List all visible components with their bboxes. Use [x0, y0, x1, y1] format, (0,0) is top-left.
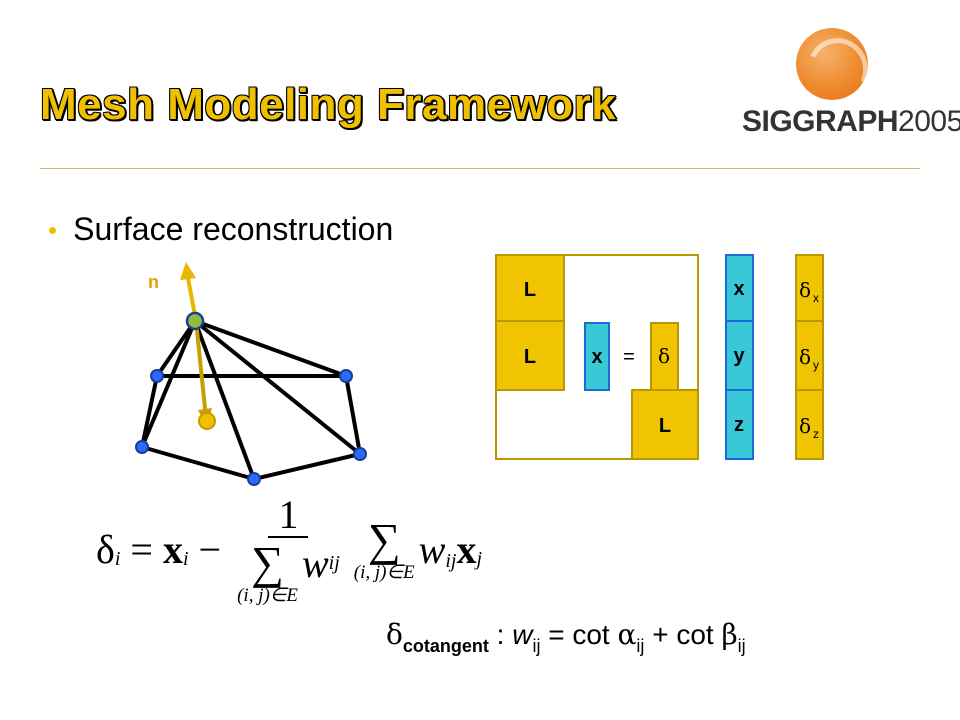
bullet-dot-icon: • [48, 214, 58, 245]
matrix-L-mid-label: L [524, 346, 536, 368]
formula-minus: − [198, 527, 222, 572]
logo-year: 2005 [898, 105, 960, 138]
inner-x-vector [584, 322, 610, 391]
mesh-edges [140, 319, 362, 481]
formula-sum-sub: (i, j)∈E [237, 585, 298, 606]
cot-colon: : [488, 619, 513, 650]
vector-x-label: x [733, 278, 744, 300]
formula-x: x [162, 527, 183, 572]
inner-delta-label: δ [658, 344, 670, 368]
delta-z-cell [795, 389, 824, 460]
siggraph-logo-icon [796, 28, 868, 100]
cot-delta-sub: cotangent [402, 636, 489, 656]
vertex-node [150, 369, 164, 383]
formula-numerator-sum: ∑ (i, j)∈E [353, 514, 415, 583]
matrix-L-mid [495, 320, 565, 391]
inner-x-label: x [591, 346, 602, 368]
formula-x-sub: i [182, 548, 189, 570]
vector-z-cell [725, 389, 754, 460]
delta-x-sub: x [813, 291, 819, 305]
formula-sigma-2: ∑ [367, 514, 401, 565]
formula-x-2: x [456, 527, 477, 572]
cot-plus: + cot [644, 619, 722, 650]
delta-y-cell [795, 320, 824, 391]
vector-y-label: y [733, 345, 745, 367]
cot-beta-sub: ij [737, 636, 746, 656]
cot-equals: = cot [540, 619, 618, 650]
cot-w: w [512, 619, 533, 650]
cot-w-sub: ij [532, 636, 541, 656]
vector-z-label: z [734, 414, 744, 436]
matrix-L-top-label: L [524, 279, 536, 301]
matrix-L-bottom [631, 389, 699, 460]
formula-delta: δ [96, 527, 115, 572]
center-vertex [185, 311, 205, 331]
slide-title: Mesh Modeling Framework [40, 80, 617, 129]
matrix-L-bottom-label: L [659, 415, 671, 437]
mesh-vertices [135, 369, 367, 486]
vector-y-cell [725, 320, 754, 391]
cot-delta: δ [386, 618, 403, 651]
formula-w: w [301, 541, 329, 586]
formula-w-2: w [418, 527, 446, 572]
delta-y-sub: y [813, 358, 819, 372]
delta-z-base: δ [799, 414, 811, 438]
title-divider [40, 168, 920, 169]
cot-alpha: α [617, 618, 637, 651]
formula-denominator-sum: ∑ (i, j)∈E [237, 537, 298, 606]
logo-brand: SIGGRAPH [742, 105, 899, 138]
vertex-node [247, 472, 261, 486]
delta-z-sub: z [813, 427, 819, 441]
formula-sigma: ∑ [251, 537, 284, 588]
vertex-node [135, 440, 149, 454]
delta-x-base: δ [799, 278, 811, 302]
formula-w-sub: ij [328, 552, 340, 574]
inner-equals: = [623, 346, 635, 368]
bullet-text: Surface reconstruction [73, 211, 394, 247]
normal-label: n [148, 272, 159, 292]
formula-i-sub: i [114, 548, 121, 570]
inner-delta-vector [650, 322, 679, 391]
cot-alpha-sub: ij [636, 636, 645, 656]
delta-y-base: δ [799, 345, 811, 369]
bullet-item: • Surface reconstruction [48, 211, 393, 248]
laplacian-formula: δ i = x i − 1 ∑ (i, j)∈E w ij ∑ (i, j)∈E… [96, 494, 483, 606]
cot-beta: β [721, 618, 738, 651]
matrix-L-top [495, 254, 565, 322]
siggraph-logo: SIGGRAPH2005 [742, 105, 960, 139]
reconstructed-vertex [198, 412, 216, 430]
matrix-system: L L L x = δ x y z δ x δ y δ z [495, 254, 824, 460]
formula-w-sub-2: ij [445, 550, 457, 572]
formula-equals: = [130, 527, 153, 572]
formula-numerator: 1 [268, 494, 309, 538]
formula-fraction: 1 ∑ (i, j)∈E w ij [237, 494, 340, 606]
formula-denominator: ∑ (i, j)∈E w ij [237, 537, 340, 606]
formula-x-sub-j: j [476, 548, 483, 570]
cotangent-weights: δcotangent : wij = cot αij + cot βij [386, 618, 746, 656]
vertex-node [339, 369, 353, 383]
vertex-node [353, 447, 367, 461]
formula-sum-sub-2: (i, j)∈E [353, 562, 415, 583]
vector-x-cell [725, 254, 754, 322]
